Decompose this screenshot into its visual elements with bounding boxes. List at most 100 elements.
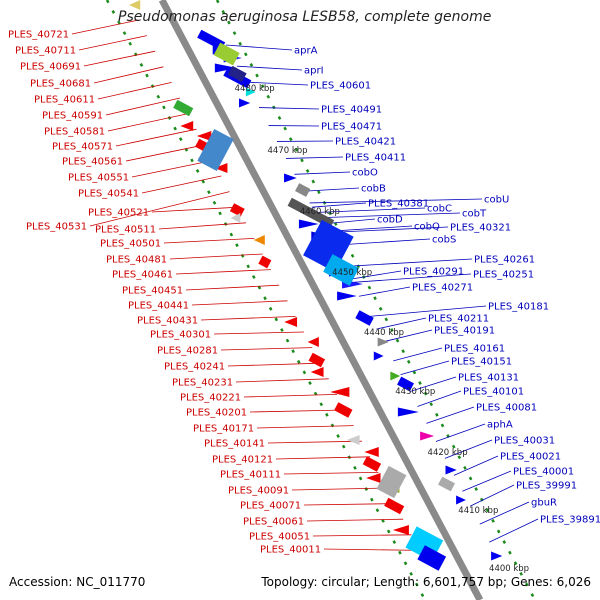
kbp-label: 4400 kbp <box>489 564 529 574</box>
left-gene-label: PLES_40521 <box>88 208 149 219</box>
reverse-gene-block <box>376 465 407 499</box>
left-leader-line <box>107 113 189 132</box>
right-leader-line <box>358 286 411 297</box>
right-leader-line <box>225 44 293 51</box>
forward-gene <box>298 219 319 229</box>
right-leader-line <box>426 406 475 424</box>
forward-gene-block <box>323 254 360 286</box>
right-leader-line <box>409 376 457 393</box>
right-leader-line <box>453 455 499 476</box>
left-gene-label: PLES_40281 <box>157 346 218 357</box>
left-leader-line <box>141 175 222 194</box>
forward-gene <box>245 87 256 97</box>
left-leader-line <box>256 425 354 429</box>
left-leader-line <box>83 50 156 67</box>
left-leader-line <box>213 331 304 335</box>
forward-gene-block <box>213 42 240 66</box>
right-leader-line <box>400 360 450 376</box>
left-leader-line <box>306 518 404 522</box>
right-gene-label: PLES_40421 <box>335 137 396 148</box>
left-gene-label: PLES_40171 <box>193 424 254 435</box>
right-leader-line <box>303 187 360 192</box>
right-gene-label: PLES_40021 <box>500 452 561 463</box>
left-leader-line <box>125 144 205 162</box>
left-leader-line <box>185 284 280 291</box>
left-leader-line <box>158 222 247 230</box>
right-leader-line <box>393 347 443 362</box>
left-gene-label: PLES_40611 <box>34 95 95 106</box>
left-leader-line <box>220 347 313 351</box>
right-leader-line <box>285 156 344 159</box>
reverse-gene <box>308 352 326 368</box>
reverse-gene <box>229 203 245 217</box>
right-gene-label: aprA <box>294 46 318 57</box>
right-gene-label: cobC <box>427 204 452 215</box>
left-leader-line <box>191 300 288 306</box>
right-gene-label: PLES_40151 <box>451 357 512 368</box>
left-leader-line <box>163 238 255 244</box>
right-leader-line <box>462 470 512 492</box>
map-title: Pseudomonas aeruginosa LESB58, complete … <box>118 9 492 25</box>
left-leader-line <box>323 548 420 551</box>
right-leader-line <box>417 390 462 407</box>
reverse-gene <box>258 255 272 269</box>
reverse-gene-block <box>197 128 234 172</box>
right-leader-line <box>435 423 486 442</box>
right-gene-label: PLES_40031 <box>494 436 555 447</box>
right-gene-label: cobO <box>352 168 378 179</box>
kbp-label: 4450 kbp <box>332 268 372 278</box>
forward-gene <box>445 465 457 475</box>
left-gene-label: PLES_40301 <box>150 330 211 341</box>
reverse-gene <box>129 0 141 10</box>
left-gene-label: PLES_40201 <box>186 408 247 419</box>
forward-gene <box>355 310 374 326</box>
left-gene-label: PLES_40481 <box>106 255 167 266</box>
right-gene-label: PLES_40261 <box>474 255 535 266</box>
kbp-label: 4430 kbp <box>395 387 435 397</box>
right-gene-label: PLES_40251 <box>473 270 534 281</box>
left-leader-line <box>227 362 321 367</box>
left-gene-label: PLES_40121 <box>212 455 273 466</box>
right-gene-label: PLES_40271 <box>412 283 473 294</box>
right-gene-label: cobB <box>361 184 386 195</box>
left-gene-label: PLES_40551 <box>68 173 129 184</box>
left-leader-line <box>131 160 214 178</box>
right-gene-label: PLES_39891 <box>540 515 600 526</box>
left-leader-line <box>275 456 371 460</box>
right-gene-label: PLES_40101 <box>463 387 524 398</box>
right-gene-label: aprI <box>304 66 324 77</box>
left-gene-label: PLES_40721 <box>8 30 69 41</box>
right-leader-line <box>317 212 461 219</box>
left-gene-label: PLES_40011 <box>260 545 321 556</box>
left-leader-line <box>283 472 379 475</box>
left-gene-label: PLES_40451 <box>122 286 183 297</box>
right-gene-label: aphA <box>487 420 513 431</box>
right-leader-line <box>245 81 309 86</box>
right-gene-label: PLES_40601 <box>310 81 371 92</box>
left-leader-line <box>249 409 346 413</box>
reverse-gene <box>362 456 382 472</box>
left-leader-line <box>235 378 329 383</box>
right-gene-label: PLES_40321 <box>450 223 511 234</box>
right-leader-line <box>489 518 539 543</box>
left-gene-label: PLES_40061 <box>243 517 304 528</box>
reverse-gene <box>230 213 241 223</box>
right-gene-label: PLES_39991 <box>516 481 577 492</box>
forward-gene <box>438 476 455 492</box>
left-leader-line <box>291 487 387 491</box>
left-leader-line <box>169 253 263 260</box>
right-gene-label: cobT <box>462 209 487 220</box>
reverse-gene <box>180 121 194 131</box>
left-gene-label: PLES_40561 <box>62 157 123 168</box>
forward-gene <box>456 495 466 505</box>
reverse-gene <box>196 131 212 141</box>
right-leader-line <box>479 501 530 525</box>
forward-gene <box>337 291 357 301</box>
left-gene-label: PLES_40591 <box>42 111 103 122</box>
forward-gene <box>295 183 311 197</box>
left-gene-label: PLES_40541 <box>78 189 139 200</box>
left-gene-label: PLES_40441 <box>128 301 189 312</box>
left-leader-line <box>200 316 296 321</box>
right-leader-line <box>343 258 473 267</box>
